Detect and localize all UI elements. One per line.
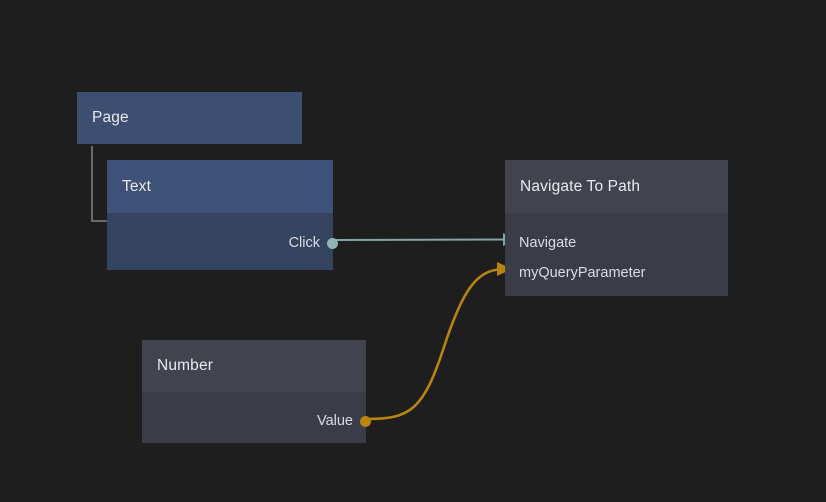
edge-value-to-myqueryparameter bbox=[366, 262, 512, 421]
port-click-label: Click bbox=[288, 235, 320, 251]
node-number[interactable]: Number Value bbox=[142, 340, 371, 443]
node-number-title: Number bbox=[142, 340, 366, 392]
port-myqueryparameter-label: myQueryParameter bbox=[519, 265, 646, 281]
page-to-text-bracket bbox=[91, 146, 110, 222]
node-page-title: Page bbox=[77, 92, 302, 144]
port-myqueryparameter[interactable]: myQueryParameter bbox=[519, 264, 646, 282]
node-text[interactable]: Text Click bbox=[107, 160, 338, 270]
edge-click-to-navigate bbox=[332, 233, 516, 246]
node-text-title: Text bbox=[107, 160, 333, 213]
node-number-body: Value bbox=[142, 392, 371, 443]
port-navigate-label: Navigate bbox=[519, 235, 577, 251]
port-value[interactable]: Value bbox=[316, 412, 371, 430]
node-page[interactable]: Page bbox=[77, 92, 302, 144]
node-navigate-to-path-title: Navigate To Path bbox=[505, 160, 728, 213]
node-navigate-to-path[interactable]: Navigate To Path Navigate myQueryParamet… bbox=[505, 160, 728, 296]
node-text-body: Click bbox=[107, 213, 338, 270]
port-value-label: Value bbox=[316, 413, 353, 429]
port-click-dot[interactable] bbox=[327, 237, 338, 249]
node-navigate-to-path-body: Navigate myQueryParameter bbox=[505, 213, 728, 296]
port-value-dot[interactable] bbox=[360, 415, 371, 427]
port-click[interactable]: Click bbox=[288, 234, 338, 252]
port-navigate[interactable]: Navigate bbox=[519, 234, 576, 252]
